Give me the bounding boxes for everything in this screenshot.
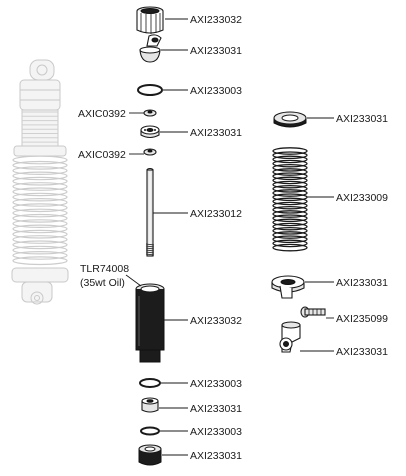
label-bushing: AXI233031 bbox=[190, 403, 242, 415]
part-labels: AXI233032 AXI233031 AXI233003 AXIC0392 A… bbox=[78, 14, 388, 462]
label-clip-2: AXIC0392 bbox=[78, 149, 126, 161]
bushing-part bbox=[141, 397, 159, 413]
piston-part bbox=[140, 125, 160, 139]
label-clip-1: AXIC0392 bbox=[78, 108, 126, 120]
label-retainer-top: AXI233031 bbox=[336, 113, 388, 125]
label-screw: AXI235099 bbox=[336, 313, 388, 325]
rod-end-part bbox=[279, 321, 301, 353]
o-ring-mid-part bbox=[139, 378, 161, 388]
shaft-part bbox=[145, 167, 155, 257]
screw-part bbox=[300, 306, 326, 318]
label-oil-line-2: (35wt Oil) bbox=[80, 277, 125, 289]
o-ring-low-part bbox=[140, 426, 160, 436]
top-cap-part bbox=[136, 6, 164, 34]
end-cap-part bbox=[139, 34, 162, 63]
label-spring: AXI233009 bbox=[336, 192, 388, 204]
o-ring-top-part bbox=[137, 84, 163, 96]
spring-part bbox=[272, 147, 308, 252]
label-o-ring-low: AXI233003 bbox=[190, 426, 242, 438]
spring-retainer-bottom-part bbox=[271, 275, 305, 299]
label-top-cap: AXI233032 bbox=[190, 14, 242, 26]
label-o-ring-mid: AXI233003 bbox=[190, 378, 242, 390]
clip-1-part bbox=[143, 109, 157, 117]
label-piston: AXI233031 bbox=[190, 127, 242, 139]
label-end-cap: AXI233031 bbox=[190, 45, 242, 57]
label-bottom-cap: AXI233031 bbox=[190, 450, 242, 462]
shock-body-part bbox=[135, 283, 165, 363]
spring-retainer-top-part bbox=[273, 111, 307, 128]
assembled-shock-ghost bbox=[11, 59, 69, 305]
label-retainer-bottom: AXI233031 bbox=[336, 277, 388, 289]
clip-2-part bbox=[143, 148, 157, 156]
bottom-cap-part bbox=[138, 444, 162, 466]
label-oil-line-1: TLR74008 bbox=[80, 263, 129, 275]
leader-lines bbox=[125, 18, 334, 456]
label-o-ring-top: AXI233003 bbox=[190, 85, 242, 97]
label-body: AXI233032 bbox=[190, 315, 242, 327]
label-shaft: AXI233012 bbox=[190, 208, 242, 220]
label-rod-end: AXI233031 bbox=[336, 346, 388, 358]
